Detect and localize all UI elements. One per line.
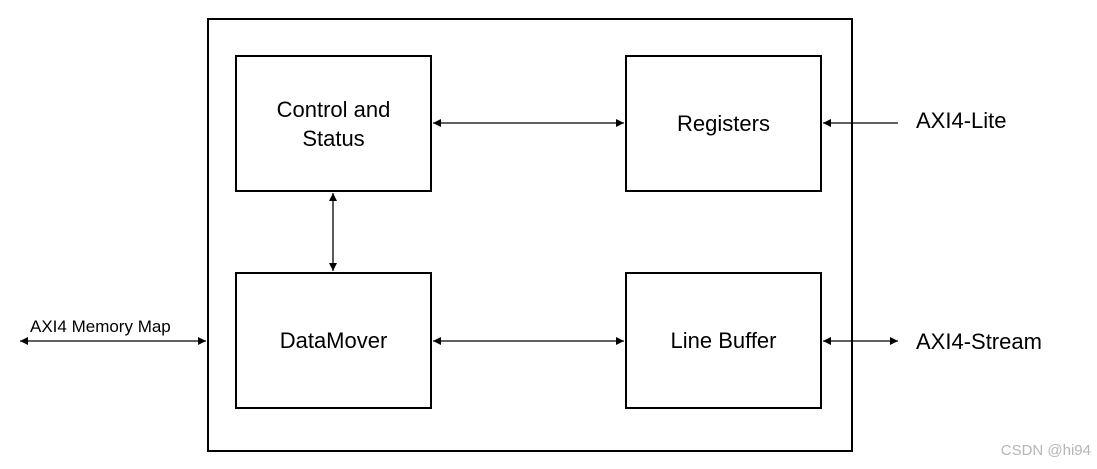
axi4-lite-label: AXI4-Lite — [916, 108, 1007, 133]
datamover-label: DataMover — [279, 328, 388, 353]
line-buffer-label: Line Buffer — [670, 328, 777, 353]
control-and-status-block: Control and Status — [235, 55, 432, 192]
registers-label: Registers — [677, 111, 770, 136]
line-buffer-block: Line Buffer — [625, 272, 822, 409]
datamover-block: DataMover — [235, 272, 432, 409]
axi4-memory-map-label: AXI4 Memory Map — [30, 317, 171, 336]
core-boundary-box — [207, 18, 853, 452]
watermark: CSDN @hi94 — [1000, 442, 1091, 459]
axi4-stream-label: AXI4-Stream — [916, 329, 1042, 354]
control-and-status-label-line2: Status — [302, 125, 365, 151]
registers-block: Registers — [625, 55, 822, 192]
control-and-status-label-line1: Control and — [276, 96, 391, 122]
